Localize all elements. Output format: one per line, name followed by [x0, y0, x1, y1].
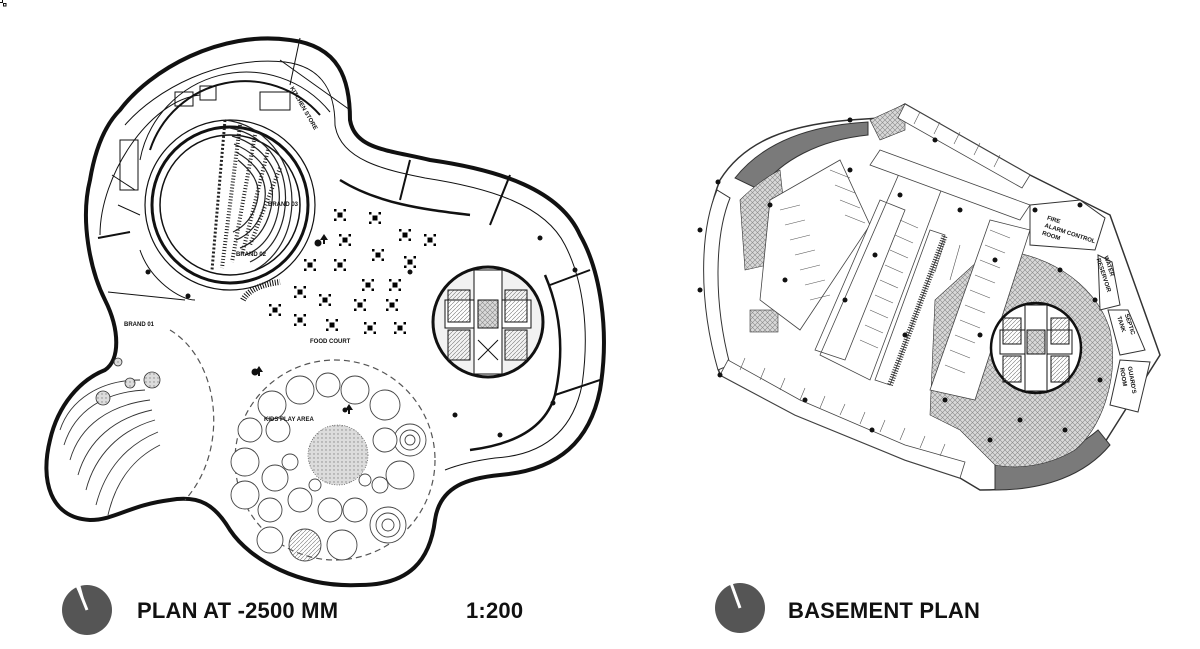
north-arrow-icon [715, 582, 765, 633]
outer-wall [44, 36, 606, 588]
play-sand-pit [307, 424, 369, 486]
service-core [431, 265, 545, 379]
svg-text:FIRE: FIRE [1046, 216, 1061, 226]
svg-text:TANK: TANK [1115, 316, 1126, 334]
auditorium-ring [144, 119, 316, 291]
play-circles [230, 372, 427, 562]
label-brand-01: BRAND 01 [124, 322, 155, 328]
label-guards-room: GUARD'S ROOM [1118, 366, 1137, 394]
label-food-court: FOOD COURT [310, 339, 351, 345]
svg-text:ROOM: ROOM [1118, 367, 1127, 386]
label-brand-02: BRAND 02 [236, 252, 267, 258]
label-brand-03: BRAND 03 [268, 202, 299, 208]
svg-text:GUARD'S: GUARD'S [1126, 366, 1137, 394]
north-arrow-icon [62, 584, 112, 635]
seating-bank [210, 119, 293, 271]
svg-text:ROOM: ROOM [1041, 231, 1061, 242]
basement-ramp-top [734, 121, 869, 191]
basement-columns [697, 117, 1103, 443]
plan-scale: 1:200 [466, 598, 524, 623]
basement-core [989, 301, 1083, 395]
label-kids-play-area: KIDS PLAY AREA [264, 417, 314, 423]
parking-strips [719, 103, 1031, 479]
food-court-tables [0, 0, 7, 7]
left-plan: KITCHEN STORE BRAND 01 BRAND 02 BRAND 03… [0, 0, 606, 588]
plan-title-right: BASEMENT PLAN [788, 598, 981, 623]
right-plan: FIRE ALARM CONTROL ROOM WATER RESERVOIR … [697, 103, 1161, 491]
garden-landscape [59, 379, 161, 516]
plan-title-left: PLAN AT -2500 MM [137, 598, 339, 623]
inner-wall [124, 60, 586, 471]
